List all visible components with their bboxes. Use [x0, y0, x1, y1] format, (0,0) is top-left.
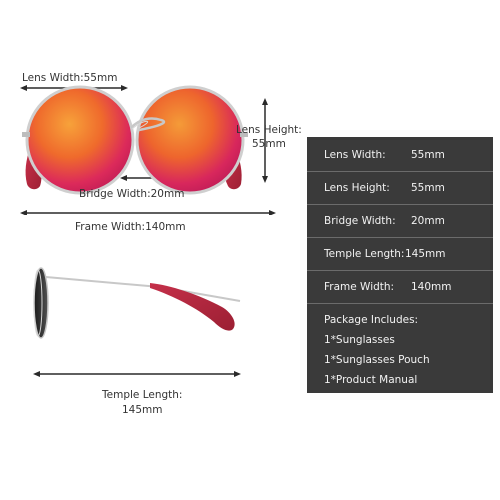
spec-label: Bridge Width:	[324, 215, 396, 227]
lens-width-label: Lens Width:55mm	[22, 72, 118, 84]
package-item: 1*Sunglasses	[324, 334, 395, 346]
left-lens	[25, 85, 135, 195]
lens-height-arrow	[262, 98, 268, 183]
right-lens	[135, 85, 245, 195]
spec-row-temple-length: Temple Length: 145mm	[307, 238, 493, 271]
temple-length-arrow	[33, 371, 241, 377]
side-temple-tip	[150, 283, 235, 331]
spec-row-frame-width: Frame Width: 140mm	[307, 271, 493, 304]
temple-length-label-line2: 145mm	[122, 404, 163, 416]
sunglasses-side-image	[0, 255, 305, 385]
spec-label: Temple Length:	[324, 248, 405, 260]
spec-value: 55mm	[411, 149, 445, 161]
spec-row-lens-height: Lens Height: 55mm	[307, 172, 493, 205]
spec-value: 20mm	[411, 215, 445, 227]
spec-label: Lens Height:	[324, 182, 390, 194]
side-lens	[34, 268, 48, 338]
spec-row-bridge-width: Bridge Width: 20mm	[307, 205, 493, 238]
frame-width-arrow	[20, 210, 276, 215]
package-item: 1*Product Manual	[324, 374, 418, 386]
spec-value: 140mm	[411, 281, 452, 293]
left-hinge	[22, 132, 30, 137]
right-hinge	[240, 132, 248, 137]
bridge-width-label: Bridge Width:20mm	[79, 188, 185, 200]
spec-panel: Lens Width: 55mm Lens Height: 55mm Bridg…	[307, 137, 493, 393]
temple-arm	[45, 276, 161, 288]
spec-row-lens-width: Lens Width: 55mm	[307, 139, 493, 172]
package-title: Package Includes:	[324, 314, 419, 326]
spec-value: 145mm	[405, 248, 446, 260]
frame-width-label: Frame Width:140mm	[75, 221, 186, 233]
bridge	[130, 117, 166, 132]
temple-length-label-line1: Temple Length:	[102, 389, 183, 401]
spec-value: 55mm	[411, 182, 445, 194]
lens-height-label-line1: Lens Height:	[236, 124, 302, 136]
spec-label: Lens Width:	[324, 149, 386, 161]
spec-label: Frame Width:	[324, 281, 395, 293]
lens-height-label-line2: 55mm	[252, 138, 286, 150]
sunglasses-front-image	[0, 0, 305, 215]
package-item: 1*Sunglasses Pouch	[324, 354, 430, 366]
